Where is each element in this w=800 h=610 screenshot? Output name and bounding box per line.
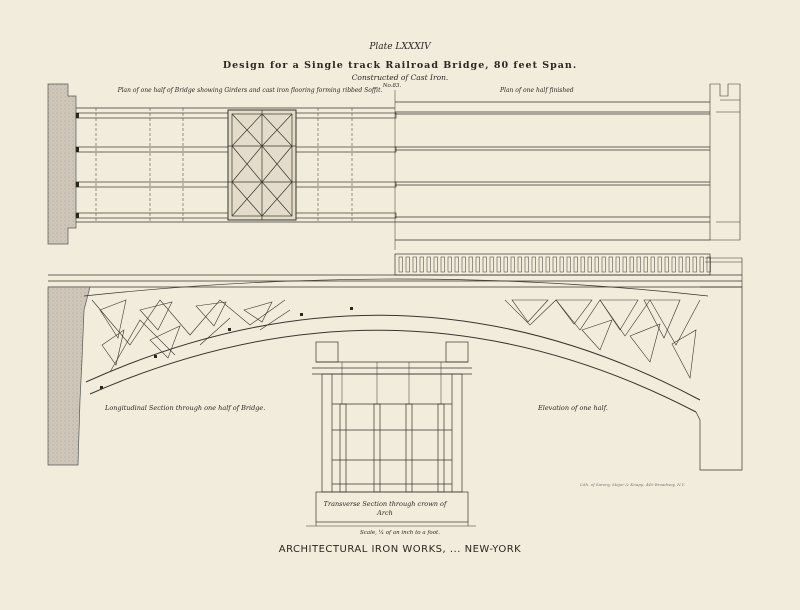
baluster <box>706 256 711 273</box>
baluster <box>615 256 620 273</box>
left-abutment <box>47 286 91 466</box>
baluster <box>538 256 543 273</box>
plan-half-label: Plan of one half of Bridge showing Girde… <box>117 87 383 94</box>
arch-intrados-upper <box>85 314 701 401</box>
baluster <box>412 256 417 273</box>
baluster <box>580 256 585 273</box>
baluster <box>426 256 431 273</box>
baluster <box>699 256 704 273</box>
plan-finished-half <box>395 101 710 241</box>
baluster <box>608 256 613 273</box>
baluster <box>594 256 599 273</box>
baluster <box>657 256 662 273</box>
baluster <box>559 256 564 273</box>
baluster <box>678 256 683 273</box>
baluster <box>454 256 459 273</box>
transverse-girders <box>339 403 445 493</box>
transverse-section <box>306 341 476 527</box>
baluster <box>531 256 536 273</box>
baluster <box>433 256 438 273</box>
baluster <box>461 256 466 273</box>
soffit-panel <box>227 109 297 221</box>
baluster <box>671 256 676 273</box>
baluster <box>447 256 452 273</box>
baluster <box>475 256 480 273</box>
baluster <box>496 256 501 273</box>
right-abutment <box>695 286 743 471</box>
baluster <box>524 256 529 273</box>
baluster <box>587 256 592 273</box>
plate-title: Design for a Single track Railroad Bridg… <box>222 60 578 71</box>
baluster <box>664 256 669 273</box>
baluster <box>573 256 578 273</box>
plan-view <box>47 83 741 250</box>
baluster <box>692 256 697 273</box>
baluster <box>601 256 606 273</box>
baluster <box>636 256 641 273</box>
baluster <box>405 256 410 273</box>
baluster <box>482 256 487 273</box>
baluster <box>552 256 557 273</box>
baluster <box>398 256 403 273</box>
arch-extrados <box>83 278 709 297</box>
baluster <box>517 256 522 273</box>
longitudinal-section-label: Longitudinal Section through one half of… <box>105 404 266 412</box>
baluster <box>510 256 515 273</box>
baluster <box>629 256 634 273</box>
right-spandrel <box>504 299 701 379</box>
baluster <box>643 256 648 273</box>
figure-number: No.83. <box>382 83 402 89</box>
baluster <box>419 256 424 273</box>
elevation-view <box>47 253 743 471</box>
baluster <box>503 256 508 273</box>
footer-imprint: ARCHITECTURAL IRON WORKS, ... NEW-YORK <box>278 544 522 555</box>
baluster <box>440 256 445 273</box>
engraver-credit: Lith. of Sarony, Major & Knapp, 449 Broa… <box>580 482 685 487</box>
plate-number-heading: Plate LXXXIV <box>369 42 431 52</box>
scale-label: Scale, ¼ of an inch to a foot. <box>360 530 440 536</box>
baluster <box>468 256 473 273</box>
baluster <box>650 256 655 273</box>
arch-intrados-lower <box>89 329 697 413</box>
elevation-label: Elevation of one half. <box>538 404 608 412</box>
plan-finished-label: Plan of one half finished <box>500 87 574 94</box>
baluster <box>489 256 494 273</box>
plan-left-abutment <box>47 83 77 245</box>
baluster <box>545 256 550 273</box>
plate-subtitle: Constructed of Cast Iron. <box>351 73 449 82</box>
left-spandrel <box>91 299 291 373</box>
balustrade <box>394 253 711 276</box>
baluster <box>685 256 690 273</box>
plan-right-abutment <box>709 83 741 241</box>
transverse-section-label: Transverse Section through crown of Arch <box>323 500 447 517</box>
baluster <box>566 256 571 273</box>
baluster <box>622 256 627 273</box>
